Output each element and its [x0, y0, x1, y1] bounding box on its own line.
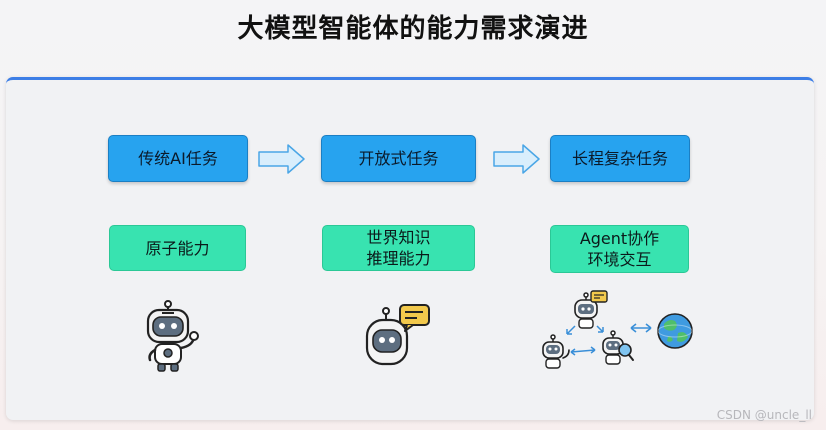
- task-traditional-ai: 传统AI任务: [108, 135, 248, 182]
- robot-icon: [602, 330, 624, 365]
- magnifier-icon: [618, 343, 634, 361]
- speech-bubble-icon: [399, 304, 430, 332]
- multi-agent-illustration: [542, 290, 693, 369]
- ability-agent-collab: Agent协作 环境交互: [550, 225, 689, 273]
- arrow-right-icon: [493, 144, 540, 174]
- watermark: CSDN @uncle_ll: [716, 408, 812, 422]
- ability-world-knowledge: 世界知识 推理能力: [322, 225, 475, 271]
- robot-icon: [542, 334, 570, 369]
- double-arrow-icon: [566, 325, 604, 356]
- ability-atomic: 原子能力: [109, 225, 246, 271]
- robot-icon: [146, 300, 199, 372]
- task-open-ended: 开放式任务: [321, 135, 476, 182]
- robot-icon: [574, 292, 598, 329]
- page-title: 大模型智能体的能力需求演进: [237, 14, 589, 44]
- arrow-right-icon: [258, 144, 305, 174]
- task-long-horizon: 长程复杂任务: [550, 135, 690, 182]
- double-arrow-icon: [630, 323, 652, 333]
- robot-icon: [365, 307, 409, 366]
- globe-icon: [657, 313, 693, 349]
- speech-bubble-icon: [590, 290, 608, 303]
